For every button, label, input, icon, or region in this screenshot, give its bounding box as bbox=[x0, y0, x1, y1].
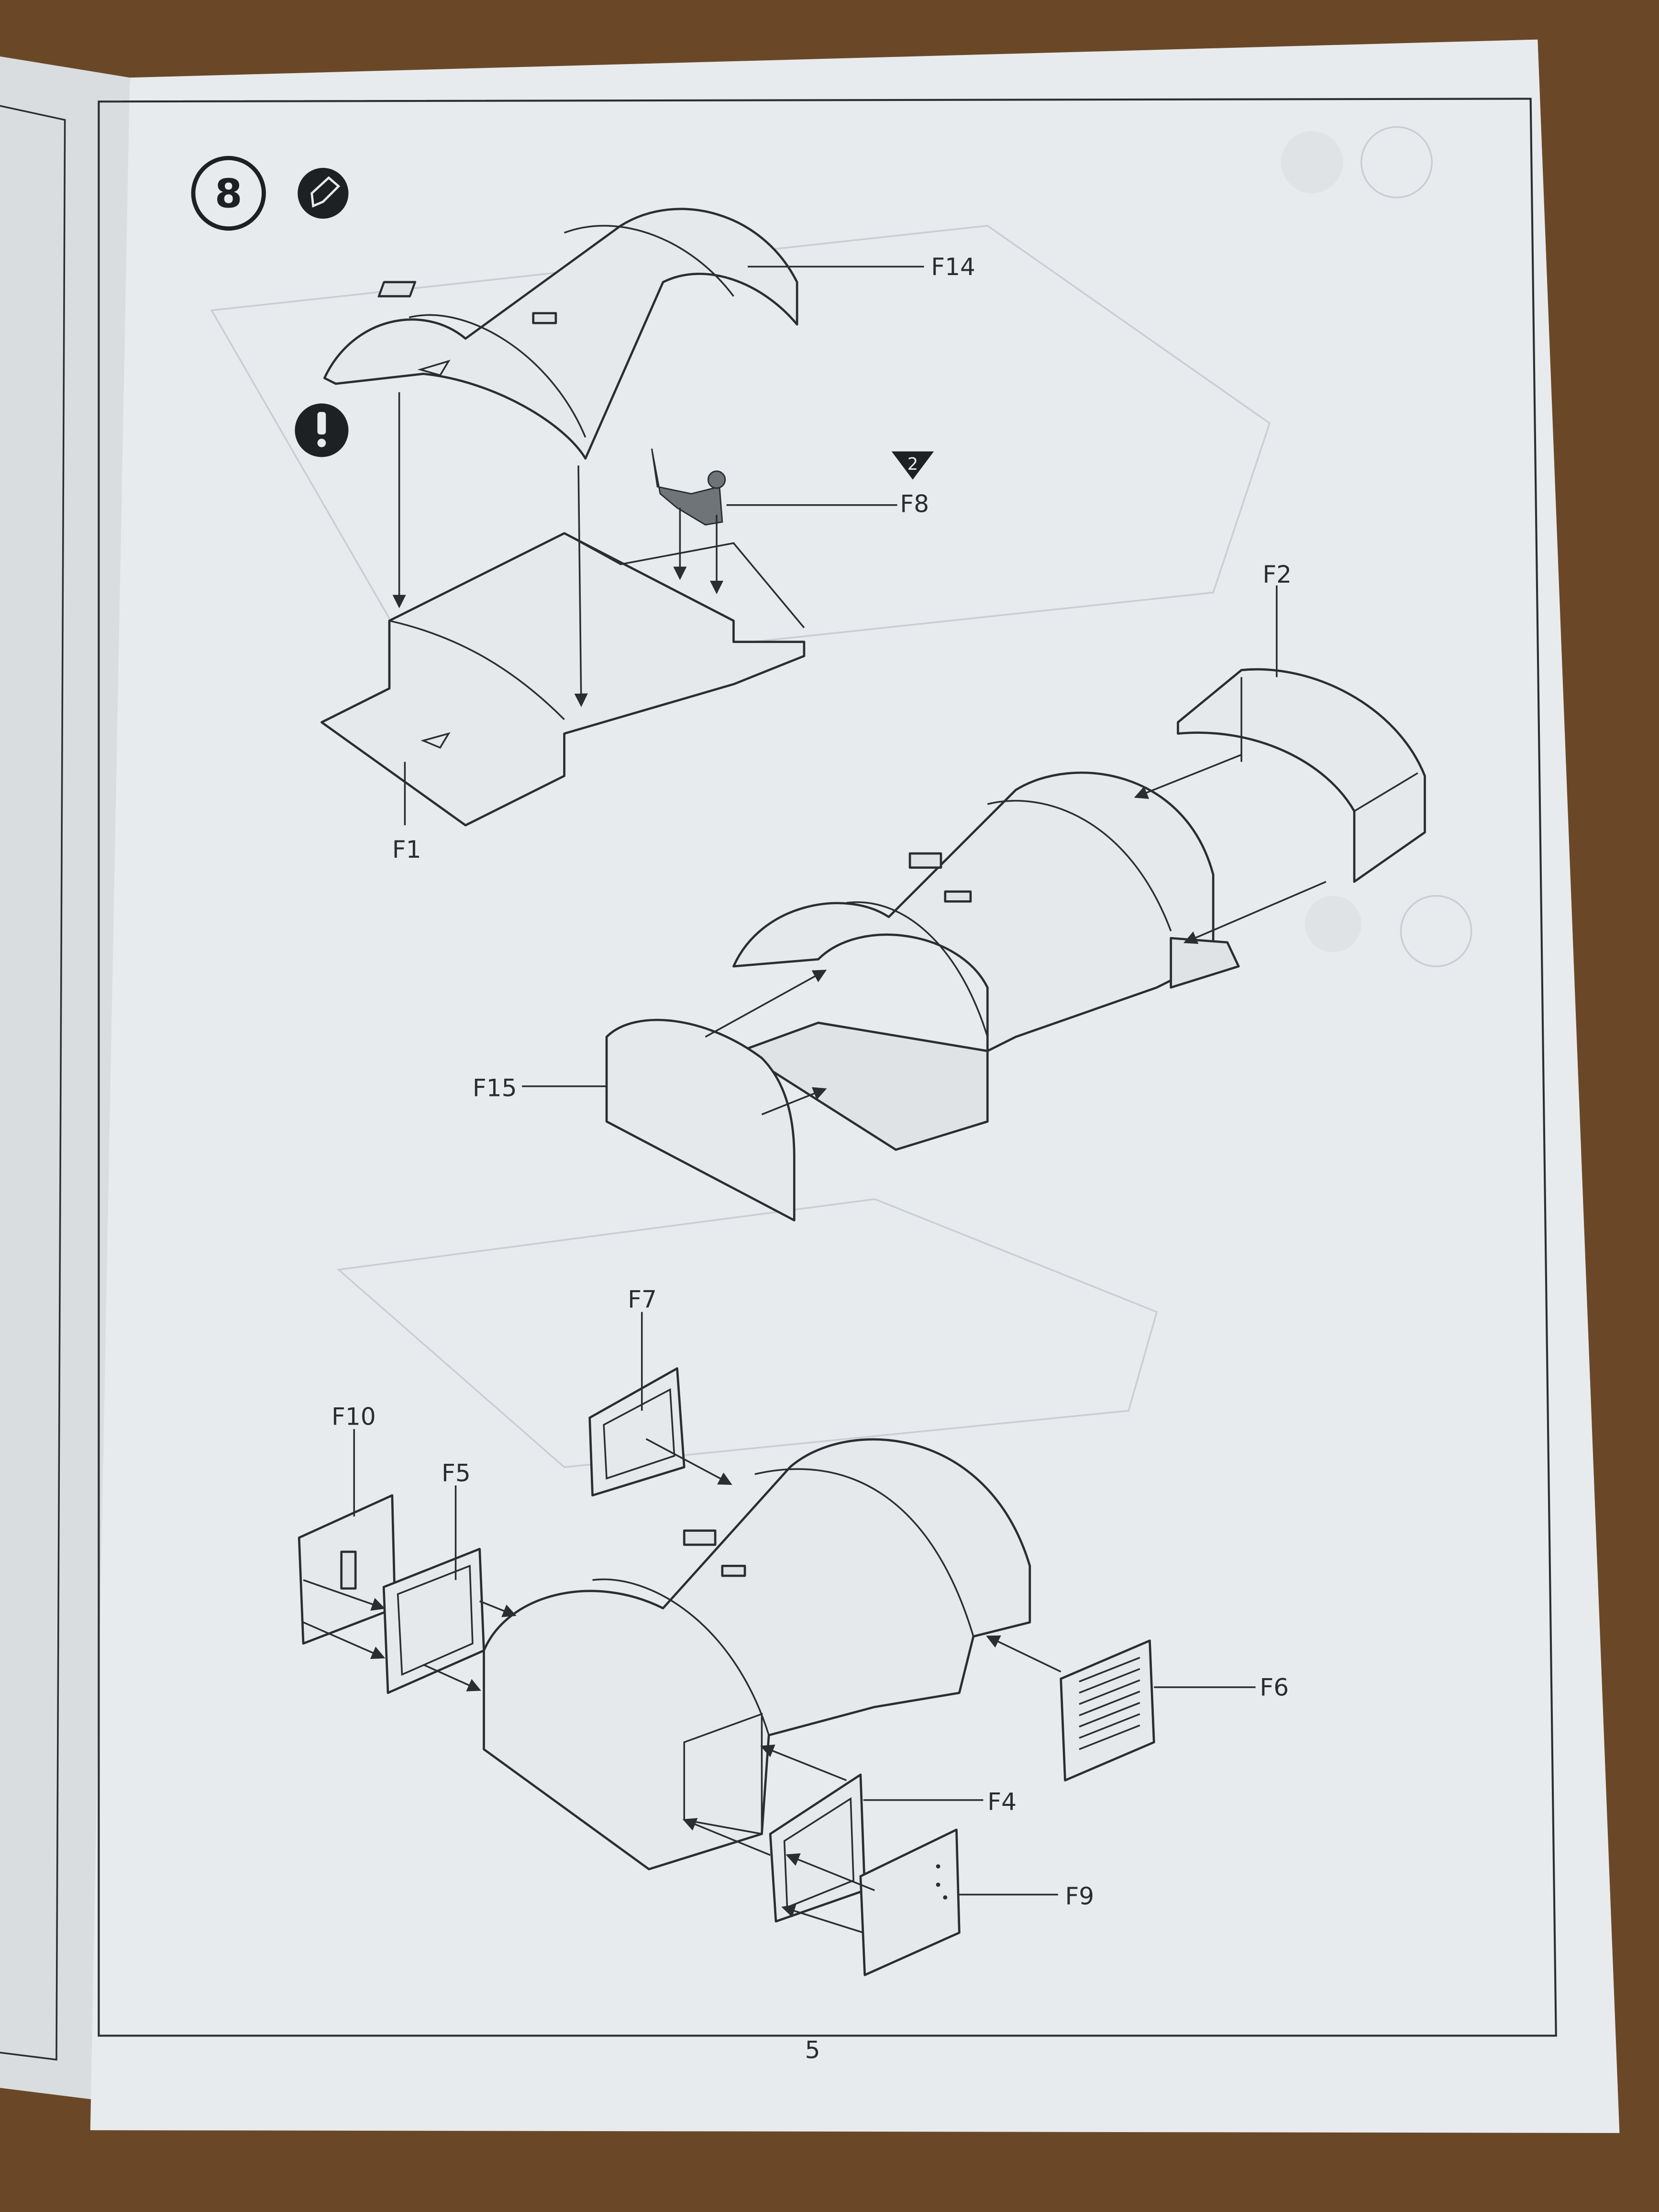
arrow bbox=[760, 1744, 847, 1781]
f8-quantity: 2 bbox=[907, 454, 918, 474]
part-f8-fitting bbox=[651, 448, 726, 526]
part-f7-panel bbox=[588, 1367, 686, 1497]
arrow bbox=[761, 1087, 827, 1116]
label-f2: F2 bbox=[1262, 560, 1292, 588]
arrow bbox=[574, 465, 588, 708]
arrow bbox=[1134, 754, 1242, 799]
bottom-assembly bbox=[483, 1438, 1031, 1870]
step-number-badge: 8 bbox=[191, 155, 266, 231]
left-page bbox=[0, 56, 130, 2102]
label-f9: F9 bbox=[1065, 1882, 1094, 1910]
part-f4-frame bbox=[769, 1773, 866, 1923]
label-f4: F4 bbox=[987, 1788, 1017, 1816]
part-f9-panel bbox=[859, 1828, 961, 1976]
arrow bbox=[1183, 881, 1327, 944]
show-through-ghost bbox=[210, 126, 1472, 1468]
arrow bbox=[785, 1853, 875, 1891]
arrow bbox=[682, 1818, 771, 1856]
part-f1-base bbox=[321, 532, 806, 827]
label-f5: F5 bbox=[442, 1459, 471, 1487]
arrow bbox=[645, 1438, 732, 1485]
arrow bbox=[986, 1635, 1062, 1673]
arrow bbox=[705, 970, 827, 1038]
arrow bbox=[479, 1600, 517, 1617]
part-f6-grille bbox=[1060, 1639, 1155, 1781]
quantity-triangle-icon bbox=[891, 451, 934, 480]
label-f6: F6 bbox=[1260, 1673, 1289, 1702]
middle-assembly bbox=[732, 771, 1240, 1151]
arrow bbox=[303, 1579, 386, 1611]
part-f14-roof bbox=[323, 208, 798, 460]
label-f1: F1 bbox=[392, 835, 421, 863]
arrow bbox=[303, 1621, 386, 1659]
step-number: 8 bbox=[215, 171, 242, 217]
part-f5-door bbox=[382, 1548, 485, 1694]
part-f15-end-wall bbox=[605, 1018, 796, 1222]
label-f14: F14 bbox=[931, 253, 975, 281]
arrow bbox=[781, 1904, 864, 1934]
page-frame bbox=[98, 98, 1557, 2037]
label-f10: F10 bbox=[332, 1402, 376, 1430]
left-page-border bbox=[0, 105, 66, 2061]
glue-bottle-icon bbox=[298, 167, 349, 219]
exclamation-icon bbox=[295, 403, 349, 457]
page-number: 5 bbox=[805, 2036, 820, 2064]
part-f2-end-piece bbox=[1177, 668, 1426, 883]
label-f8: F8 bbox=[900, 489, 929, 518]
label-f15: F15 bbox=[473, 1073, 517, 1102]
arrow bbox=[422, 1664, 481, 1692]
label-f7: F7 bbox=[628, 1285, 657, 1314]
